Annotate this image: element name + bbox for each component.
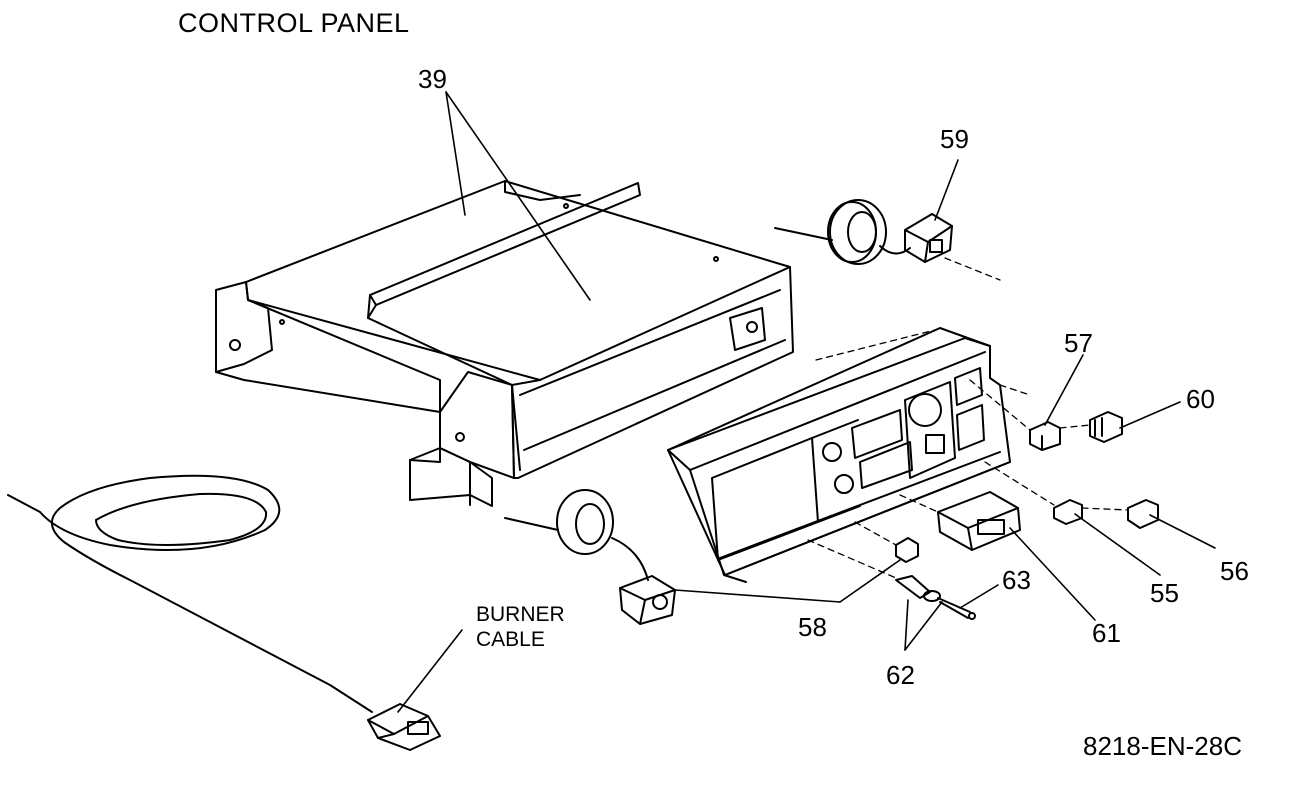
callout-58: 58	[798, 612, 827, 642]
drawing-code: 8218-EN-28C	[1083, 731, 1242, 761]
switch-57-part	[1029, 421, 1061, 451]
callout-63: 63	[1002, 565, 1031, 595]
switch-56-part	[1127, 499, 1159, 529]
control-fascia-part	[667, 327, 1011, 583]
burner-cable-label-line1: BURNER	[476, 603, 565, 626]
burner-cable-label-line2: CABLE	[476, 628, 545, 651]
lamp-62-63-part	[895, 575, 976, 620]
coiled-probe-plug-part	[504, 489, 676, 625]
assembly-dash-lines	[807, 257, 1129, 579]
callout-59: 59	[940, 124, 969, 154]
coiled-sensor-59-part	[774, 199, 953, 265]
callout-61: 61	[1092, 618, 1121, 648]
burner-cable-label: BURNER CABLE	[476, 602, 565, 652]
diagram-title: CONTROL PANEL	[178, 8, 410, 38]
switch-55-part	[1053, 499, 1083, 525]
callout-39: 39	[418, 64, 447, 94]
callout-56: 56	[1220, 556, 1249, 586]
callout-60: 60	[1186, 384, 1215, 414]
switch-60-part	[1089, 411, 1123, 443]
callout-55: 55	[1150, 578, 1179, 608]
callout-leader-lines	[397, 91, 1216, 713]
chassis-tray-part	[215, 180, 794, 507]
callout-57: 57	[1064, 328, 1093, 358]
knob-58-part	[895, 537, 919, 563]
display-module-61-part	[937, 491, 1021, 551]
callout-62: 62	[886, 660, 915, 690]
burner-cable-part	[7, 474, 441, 751]
